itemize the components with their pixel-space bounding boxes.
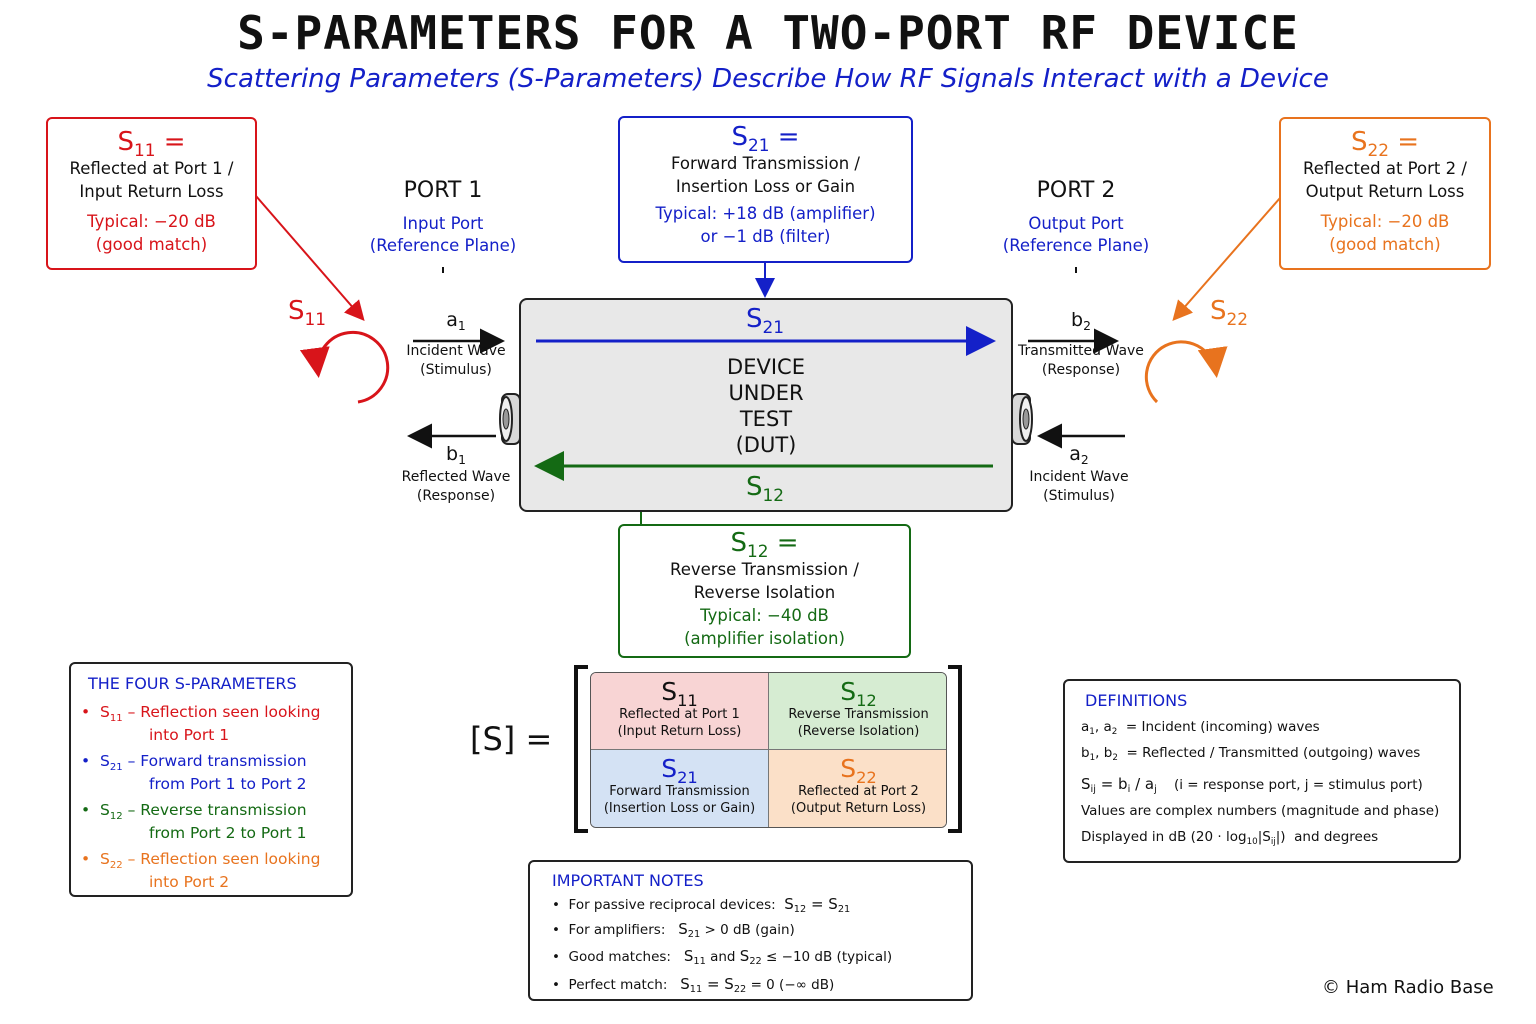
note-reciprocal: • For passive reciprocal devices: S12 = … <box>552 895 851 916</box>
matrix-s12-t2: (Reverse Isolation) <box>797 724 920 739</box>
a2-sub: (Stimulus) <box>1043 488 1115 504</box>
a1-sub: (Stimulus) <box>420 362 492 378</box>
s12-box-line1: Reverse Transmission / <box>670 560 859 579</box>
s21-box: S21 = Forward Transmission / Insertion L… <box>618 116 913 263</box>
dut-line1: DEVICE <box>727 355 805 379</box>
s22-box-label: S22 = <box>1350 127 1420 160</box>
def-display: Displayed in dB (20 · log10|Sij|) and de… <box>1081 829 1379 848</box>
matrix-cell-s12: S12 Reverse Transmission (Reverse Isolat… <box>769 673 946 750</box>
s11-box-typical: Typical: −20 dB <box>87 212 216 231</box>
s22-loop-icon <box>1144 340 1228 404</box>
s22-box: S22 = Reflected at Port 2 / Output Retur… <box>1279 117 1491 270</box>
b2-sub: (Response) <box>1041 362 1121 378</box>
s22-box-note: (good match) <box>1329 235 1441 254</box>
copyright: © Ham Radio Base <box>1322 977 1494 998</box>
a2-wave-label: a2 Incident Wave (Stimulus) <box>1016 445 1142 506</box>
def-incident: a1, a2 = Incident (incoming) waves <box>1081 719 1320 738</box>
matrix-label: [S] = <box>470 720 553 758</box>
s11-pointer-arrow <box>255 195 365 322</box>
matrix-s22-t2: (Output Return Loss) <box>790 801 927 816</box>
dut-line3: TEST <box>739 407 793 431</box>
s21-box-typical: Typical: +18 dB (amplifier) <box>655 204 876 223</box>
a1-label: Incident Wave <box>406 343 506 359</box>
note-good-match: • Good matches: S11 and S22 ≤ −10 dB (ty… <box>552 947 893 968</box>
matrix-brackets <box>574 665 962 833</box>
s-matrix: S11 Reflected at Port 1 (Input Return Lo… <box>590 672 947 828</box>
s11-box: S11 = Reflected at Port 1 / Input Return… <box>46 117 257 270</box>
page-title: S-PARAMETERS FOR A TWO-PORT RF DEVICE <box>237 6 1299 60</box>
s12-box-typical: Typical: −40 dB <box>700 606 829 625</box>
port2-sub2: (Reference Plane) <box>1002 236 1150 255</box>
matrix-cell-s22: S22 Reflected at Port 2 (Output Return L… <box>769 750 946 827</box>
s12-box: S12 = Reverse Transmission / Reverse Iso… <box>618 524 911 658</box>
port2-connector-icon <box>1011 393 1033 445</box>
b1-label: Reflected Wave <box>401 469 511 485</box>
a2-label: Incident Wave <box>1029 469 1129 485</box>
def-reflected: b1, b2 = Reflected / Transmitted (outgoi… <box>1081 745 1421 764</box>
note-amplifiers: • For amplifiers: S21 > 0 dB (gain) <box>552 920 795 941</box>
page-subtitle: Scattering Parameters (S-Parameters) Des… <box>207 64 1329 94</box>
b2-label: Transmitted Wave <box>1018 343 1144 359</box>
b1-wave-label: b1 Reflected Wave (Response) <box>396 445 516 506</box>
matrix-cell-s11: S11 Reflected at Port 1 (Input Return Lo… <box>591 673 769 750</box>
s12-box-label: S12 = <box>730 528 799 561</box>
matrix-s21-t2: (Insertion Loss or Gain) <box>603 801 756 816</box>
note-perfect-match: • Perfect match: S11 = S22 = 0 (−∞ dB) <box>552 975 835 996</box>
four-params-panel: THE FOUR S-PARAMETERS • S11 – Reflection… <box>69 662 353 897</box>
s22-pointer-arrow <box>1172 197 1281 322</box>
matrix-s11-t2: (Input Return Loss) <box>617 724 742 739</box>
port1-sub2: (Reference Plane) <box>369 236 517 255</box>
definitions-panel: DEFINITIONS a1, a2 = Incident (incoming)… <box>1063 679 1461 863</box>
dut-box <box>519 298 1013 512</box>
port1-sub1: Input Port <box>402 214 484 233</box>
port2-title: PORT 2 <box>1036 178 1116 203</box>
dut-line4: (DUT) <box>735 433 797 457</box>
notes-heading: IMPORTANT NOTES <box>552 871 704 890</box>
s21-box-label: S21 = <box>731 122 800 155</box>
dut-s12-label: S12 <box>745 472 784 505</box>
port1-title: PORT 1 <box>403 178 483 203</box>
s11-loop-label: S11 <box>288 296 327 329</box>
s11-box-line1: Reflected at Port 1 / <box>69 159 234 178</box>
def-complex: Values are complex numbers (magnitude an… <box>1081 803 1440 819</box>
matrix-cell-s21: S21 Forward Transmission (Insertion Loss… <box>591 750 769 827</box>
s11-loop-icon <box>300 330 390 404</box>
matrix-s22-t1: Reflected at Port 2 <box>798 784 919 799</box>
s21-box-line2: Insertion Loss or Gain <box>675 177 856 196</box>
s12-box-line2: Reverse Isolation <box>693 583 836 602</box>
s22-box-typical: Typical: −20 dB <box>1320 212 1450 231</box>
notes-panel: IMPORTANT NOTES • For passive reciprocal… <box>528 860 973 1001</box>
s21-box-note: or −1 dB (filter) <box>700 227 831 246</box>
s21-box-line1: Forward Transmission / <box>671 154 860 173</box>
port2-sub1: Output Port <box>1028 214 1124 233</box>
port1-label: PORT 1 Input Port (Reference Plane) <box>363 178 523 257</box>
s12-box-note: (amplifier isolation) <box>684 629 845 648</box>
def-sij: Sij = bi / aj (i = response port, j = st… <box>1081 775 1423 796</box>
matrix-s11-t1: Reflected at Port 1 <box>619 707 740 722</box>
matrix-s12-t1: Reverse Transmission <box>788 707 929 722</box>
matrix-s21-t1: Forward Transmission <box>609 784 750 799</box>
dut-label: DEVICE UNDER TEST (DUT) <box>519 354 1013 458</box>
s11-box-label: S11 = <box>117 127 186 160</box>
s22-loop-label: S22 <box>1210 296 1249 329</box>
s22-box-line1: Reflected at Port 2 / <box>1303 159 1467 178</box>
b1-sub: (Response) <box>416 488 496 504</box>
port2-label: PORT 2 Output Port (Reference Plane) <box>996 178 1156 257</box>
b2-wave-label: b2 Transmitted Wave (Response) <box>1016 311 1146 380</box>
port1-connector-icon <box>499 393 521 445</box>
s22-box-line2: Output Return Loss <box>1305 182 1465 201</box>
dut-s21-label: S21 <box>745 304 784 337</box>
definitions-heading: DEFINITIONS <box>1085 691 1188 710</box>
s11-box-note: (good match) <box>95 235 208 254</box>
four-params-heading: THE FOUR S-PARAMETERS <box>88 674 297 693</box>
a1-wave-label: a1 Incident Wave (Stimulus) <box>396 311 516 380</box>
dut-line2: UNDER <box>728 381 804 405</box>
s11-box-line2: Input Return Loss <box>79 182 224 201</box>
